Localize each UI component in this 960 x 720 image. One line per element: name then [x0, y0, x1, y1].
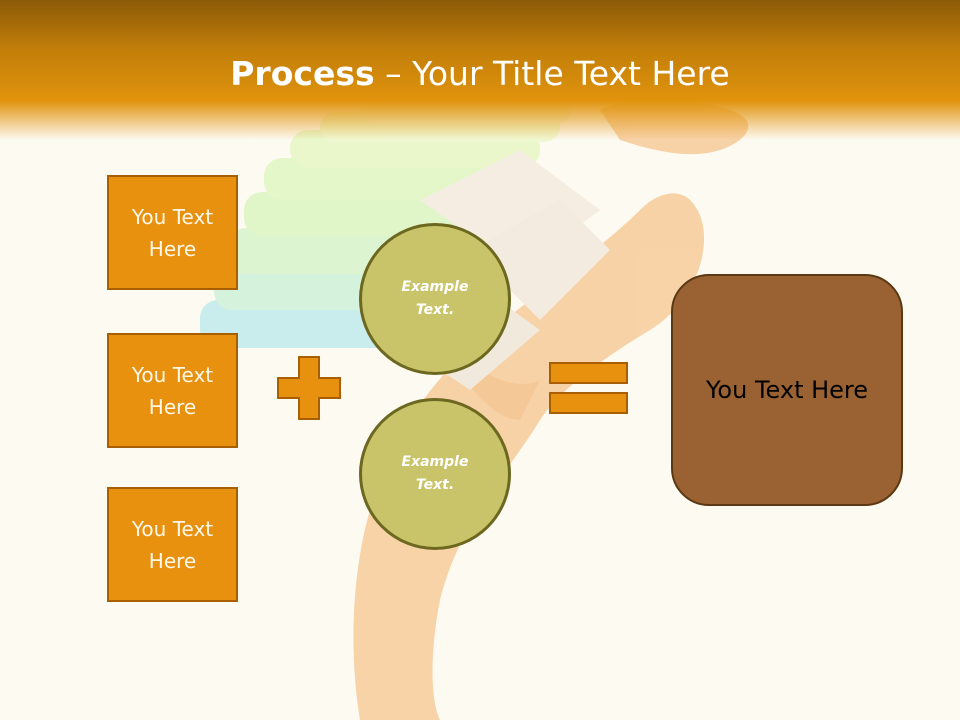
equals-sign-icon: [549, 362, 628, 414]
text-box-2[interactable]: You Text Here: [107, 333, 238, 448]
example-circle-2-label: Example Text.: [401, 454, 469, 493]
example-circle-1[interactable]: Example Text.: [359, 223, 511, 375]
page-title: Process – Your Title Text Here: [0, 52, 960, 96]
text-box-2-label: You Text Here: [131, 362, 214, 419]
text-box-1[interactable]: You Text Here: [107, 175, 238, 290]
text-box-3[interactable]: You Text Here: [107, 487, 238, 602]
title-rest: – Your Title Text Here: [374, 54, 730, 93]
example-circle-2[interactable]: Example Text.: [359, 398, 511, 550]
text-box-1-label: You Text Here: [131, 204, 214, 261]
plus-sign-icon: [277, 356, 341, 420]
header-bar: [0, 0, 960, 140]
result-box-label: You Text Here: [705, 376, 869, 404]
result-box[interactable]: You Text Here: [671, 274, 903, 506]
example-circle-1-label: Example Text.: [401, 279, 469, 318]
title-bold: Process: [230, 54, 375, 93]
text-box-3-label: You Text Here: [131, 516, 214, 573]
